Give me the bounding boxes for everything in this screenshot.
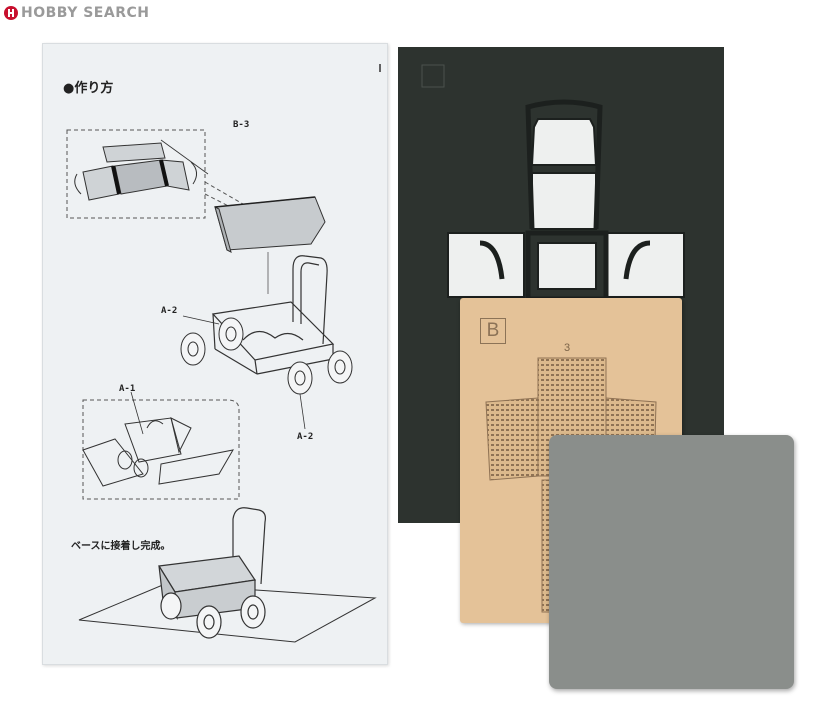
folding-basket-sketch <box>74 142 197 201</box>
brand-watermark: HOBBY SEARCH <box>4 4 149 22</box>
sheet-part-number: 3 <box>564 342 571 354</box>
cart-frame-sketch <box>211 255 335 375</box>
part-label-a1: A-1 <box>119 384 136 394</box>
manual-heading: ●作り方 <box>63 81 114 96</box>
part-label-b3: B-3 <box>233 120 250 130</box>
gray-base-sheet <box>549 435 794 689</box>
hobby-search-badge-icon <box>4 6 18 20</box>
final-cart-sketch <box>158 507 266 639</box>
part-label-a2-right: A-2 <box>297 432 314 442</box>
laser-cut-frame-parts <box>421 64 685 302</box>
part-label-a2-left: A-2 <box>161 306 178 316</box>
brand-name: HOBBY SEARCH <box>21 5 150 21</box>
basket-sketch <box>214 196 326 253</box>
hobby-search-logo: HOBBY SEARCH <box>4 5 149 21</box>
assembly-illustration <box>66 64 381 643</box>
instruction-manual: ●作り方 <box>42 43 388 665</box>
wheel-sketches <box>180 317 353 395</box>
final-step-text: ベースに接着し完成。 <box>71 541 171 552</box>
sheet-letter: B <box>480 318 506 344</box>
folding-frame-sketch <box>82 417 234 487</box>
